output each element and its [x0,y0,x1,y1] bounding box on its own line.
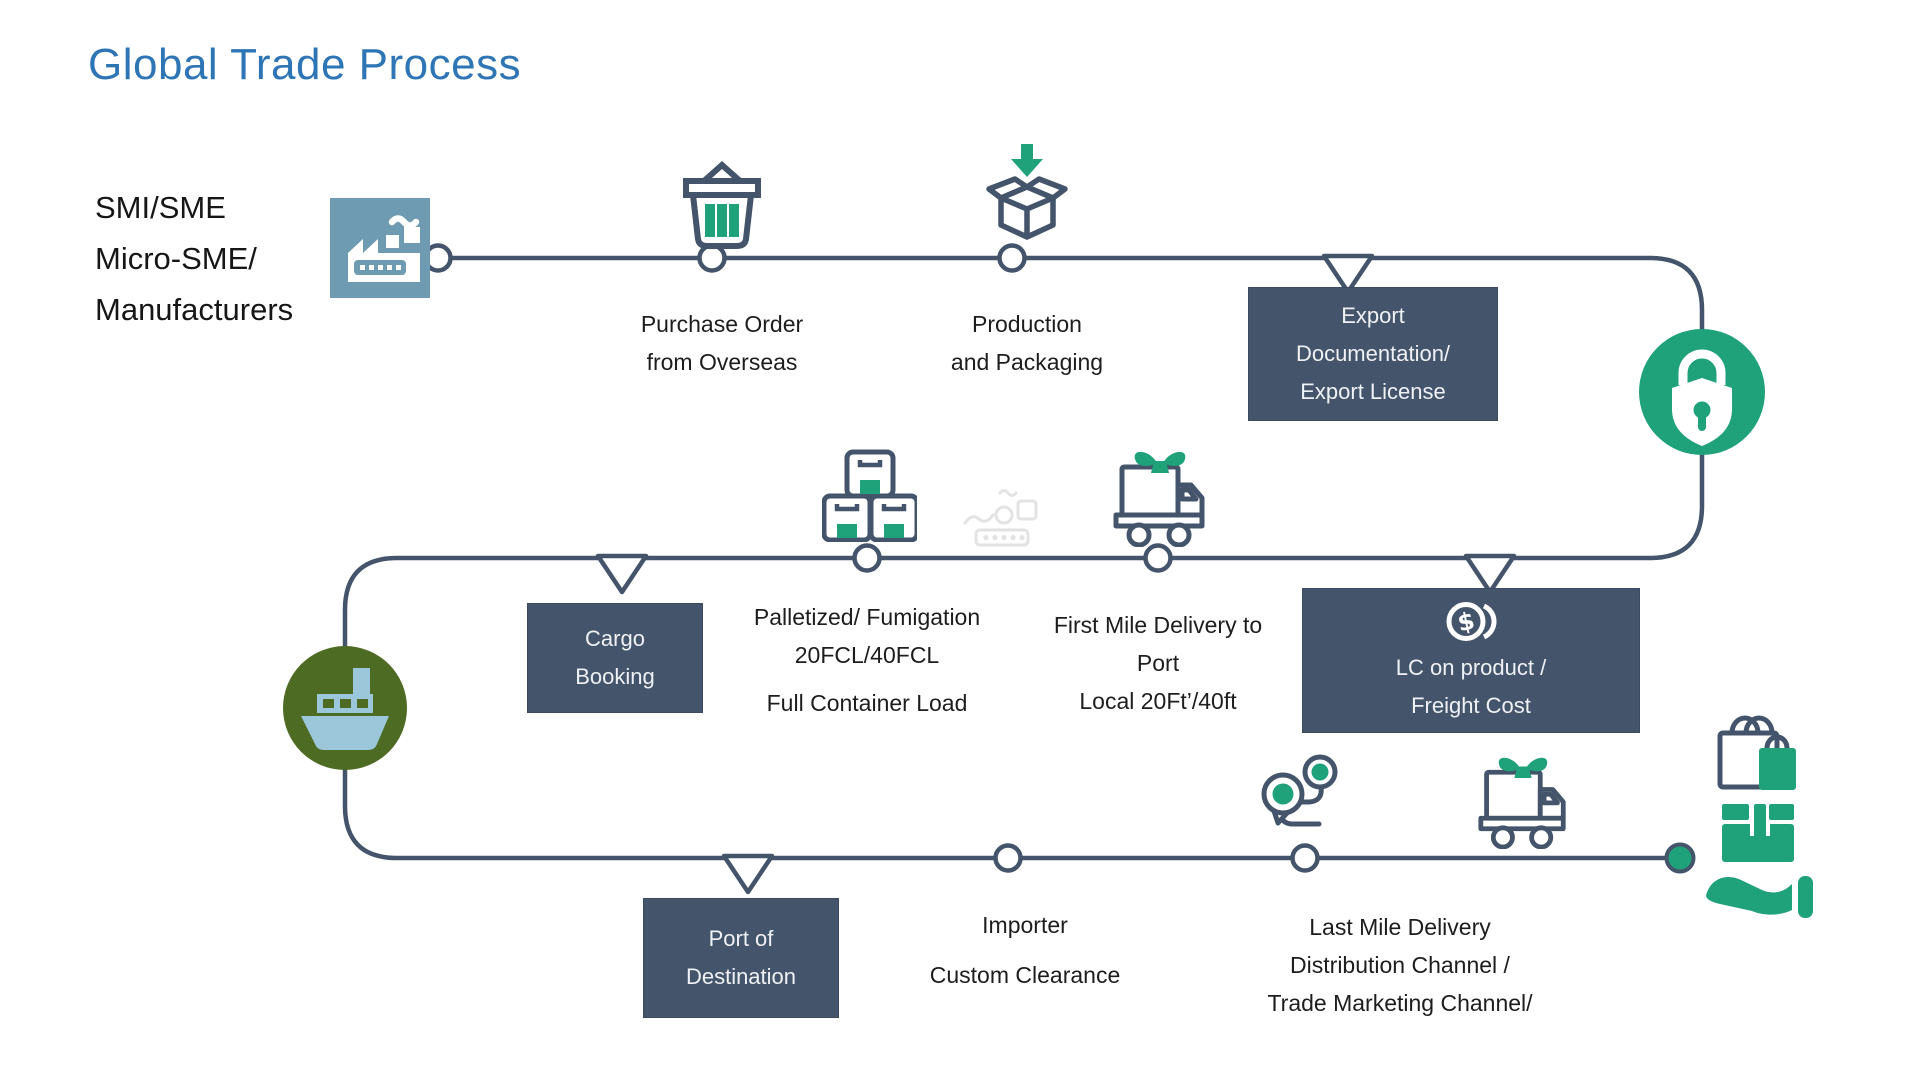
shopping-basket-icon [683,160,761,249]
source-line-1: SMI/SME [95,190,226,225]
node-last-mile [1290,843,1320,873]
lc-freight-box: $ LC on product / Freight Cost [1302,588,1640,733]
marker-cargo-booking [595,553,649,595]
last-mile-label: Last Mile Delivery Distribution Channel … [1267,914,1533,1016]
node-palletized [852,543,882,573]
port-destination-box: Port of Destination [643,898,839,1018]
route-pins-icon [1261,754,1338,827]
hand-delivery-box-icon [1706,804,1813,918]
export-documentation-box: Export Documentation/ Export License [1248,287,1498,421]
shopping-bags-icon [1717,715,1796,790]
source-label: SMI/SME Micro-SME/ Manufacturers [95,182,293,335]
source-line-3: Manufacturers [95,292,294,327]
first-mile-label: First Mile Delivery to Port Local 20Ft’/… [1053,612,1263,714]
lock-shield-icon [1639,329,1765,455]
marker-lc [1463,553,1517,595]
factory-icon [330,198,430,298]
node-first-mile [1143,543,1173,573]
importer-label: Importer Custom Clearance [929,912,1121,988]
marker-port-destination [721,853,775,895]
node-importer [993,843,1023,873]
cargo-ship-icon [283,646,407,770]
dollar-coins-icon: $ [1446,601,1497,641]
factory-watermark-icon [963,489,1038,547]
cargo-booking-box: Cargo Booking [527,603,703,713]
page-title: Global Trade Process [88,40,522,89]
node-production [997,243,1027,273]
connector-path [342,255,1705,861]
svg-text:$: $ [1455,606,1477,637]
gift-truck-icon [1113,451,1205,547]
open-box-arrow-icon [986,144,1068,240]
node-end [1664,842,1696,874]
purchase-order-label: Purchase Order from Overseas [640,311,804,375]
source-line-2: Micro-SME/ [95,241,257,276]
gift-truck-icon [1478,757,1566,849]
pallet-boxes-icon [822,449,917,542]
palletized-label: Palletized/ Fumigation 20FCL/40FCL Full … [753,604,981,716]
marker-export-docs [1321,253,1375,295]
production-label: Production and Packaging [950,311,1104,375]
